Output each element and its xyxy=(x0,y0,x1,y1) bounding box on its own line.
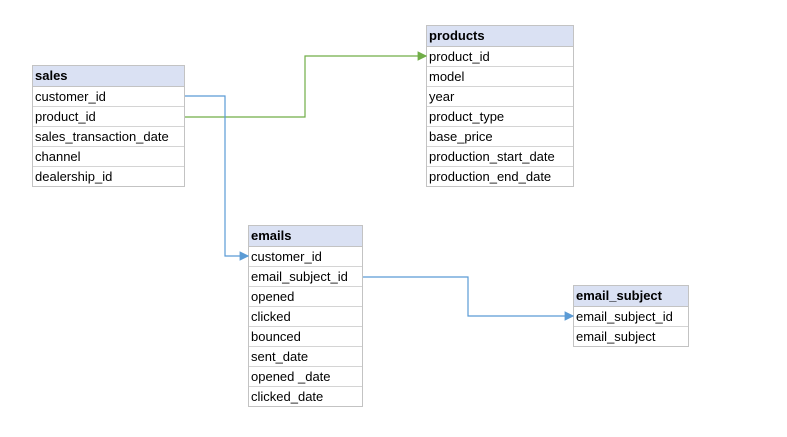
field-channel: channel xyxy=(33,147,184,167)
relationship-product-id-connector xyxy=(185,51,428,118)
field-clicked: clicked xyxy=(249,307,362,327)
field-model: model xyxy=(427,67,573,87)
field-year: year xyxy=(427,87,573,107)
table-title: sales xyxy=(33,66,184,87)
table-emails: emails customer_id email_subject_id open… xyxy=(248,225,363,407)
relationship-email-subject-id-connector xyxy=(363,276,575,321)
field-product-type: product_type xyxy=(427,107,573,127)
field-customer-id: customer_id xyxy=(33,87,184,107)
field-sent-date: sent_date xyxy=(249,347,362,367)
field-opened-date: opened _date xyxy=(249,367,362,387)
field-clicked-date: clicked_date xyxy=(251,389,324,404)
table-email-subject: email_subject email_subject_id email_sub… xyxy=(573,285,689,347)
field-product-id: product_id xyxy=(33,107,184,127)
table-title: products xyxy=(427,26,573,47)
field-bounced: bounced xyxy=(249,327,362,347)
field-sales-transaction-date: sales_transaction_date xyxy=(33,127,184,147)
table-sales: sales customer_id product_id sales_trans… xyxy=(32,65,185,187)
field-product-id: product_id xyxy=(427,47,573,67)
table-products: products product_id model year product_t… xyxy=(426,25,574,187)
field-production-end-date: production_end_date xyxy=(429,169,552,184)
table-title: emails xyxy=(249,226,362,247)
field-email-subject-id: email_subject_id xyxy=(249,267,362,287)
field-email-subject-id: email_subject_id xyxy=(574,307,688,327)
relationship-customer-id-connector xyxy=(185,95,250,261)
field-email-subject: email_subject xyxy=(576,329,656,344)
field-base-price: base_price xyxy=(427,127,573,147)
field-production-start-date: production_start_date xyxy=(427,147,573,167)
field-customer-id: customer_id xyxy=(249,247,362,267)
field-opened: opened xyxy=(249,287,362,307)
table-title: email_subject xyxy=(574,286,688,307)
field-dealership-id: dealership_id xyxy=(35,169,113,184)
